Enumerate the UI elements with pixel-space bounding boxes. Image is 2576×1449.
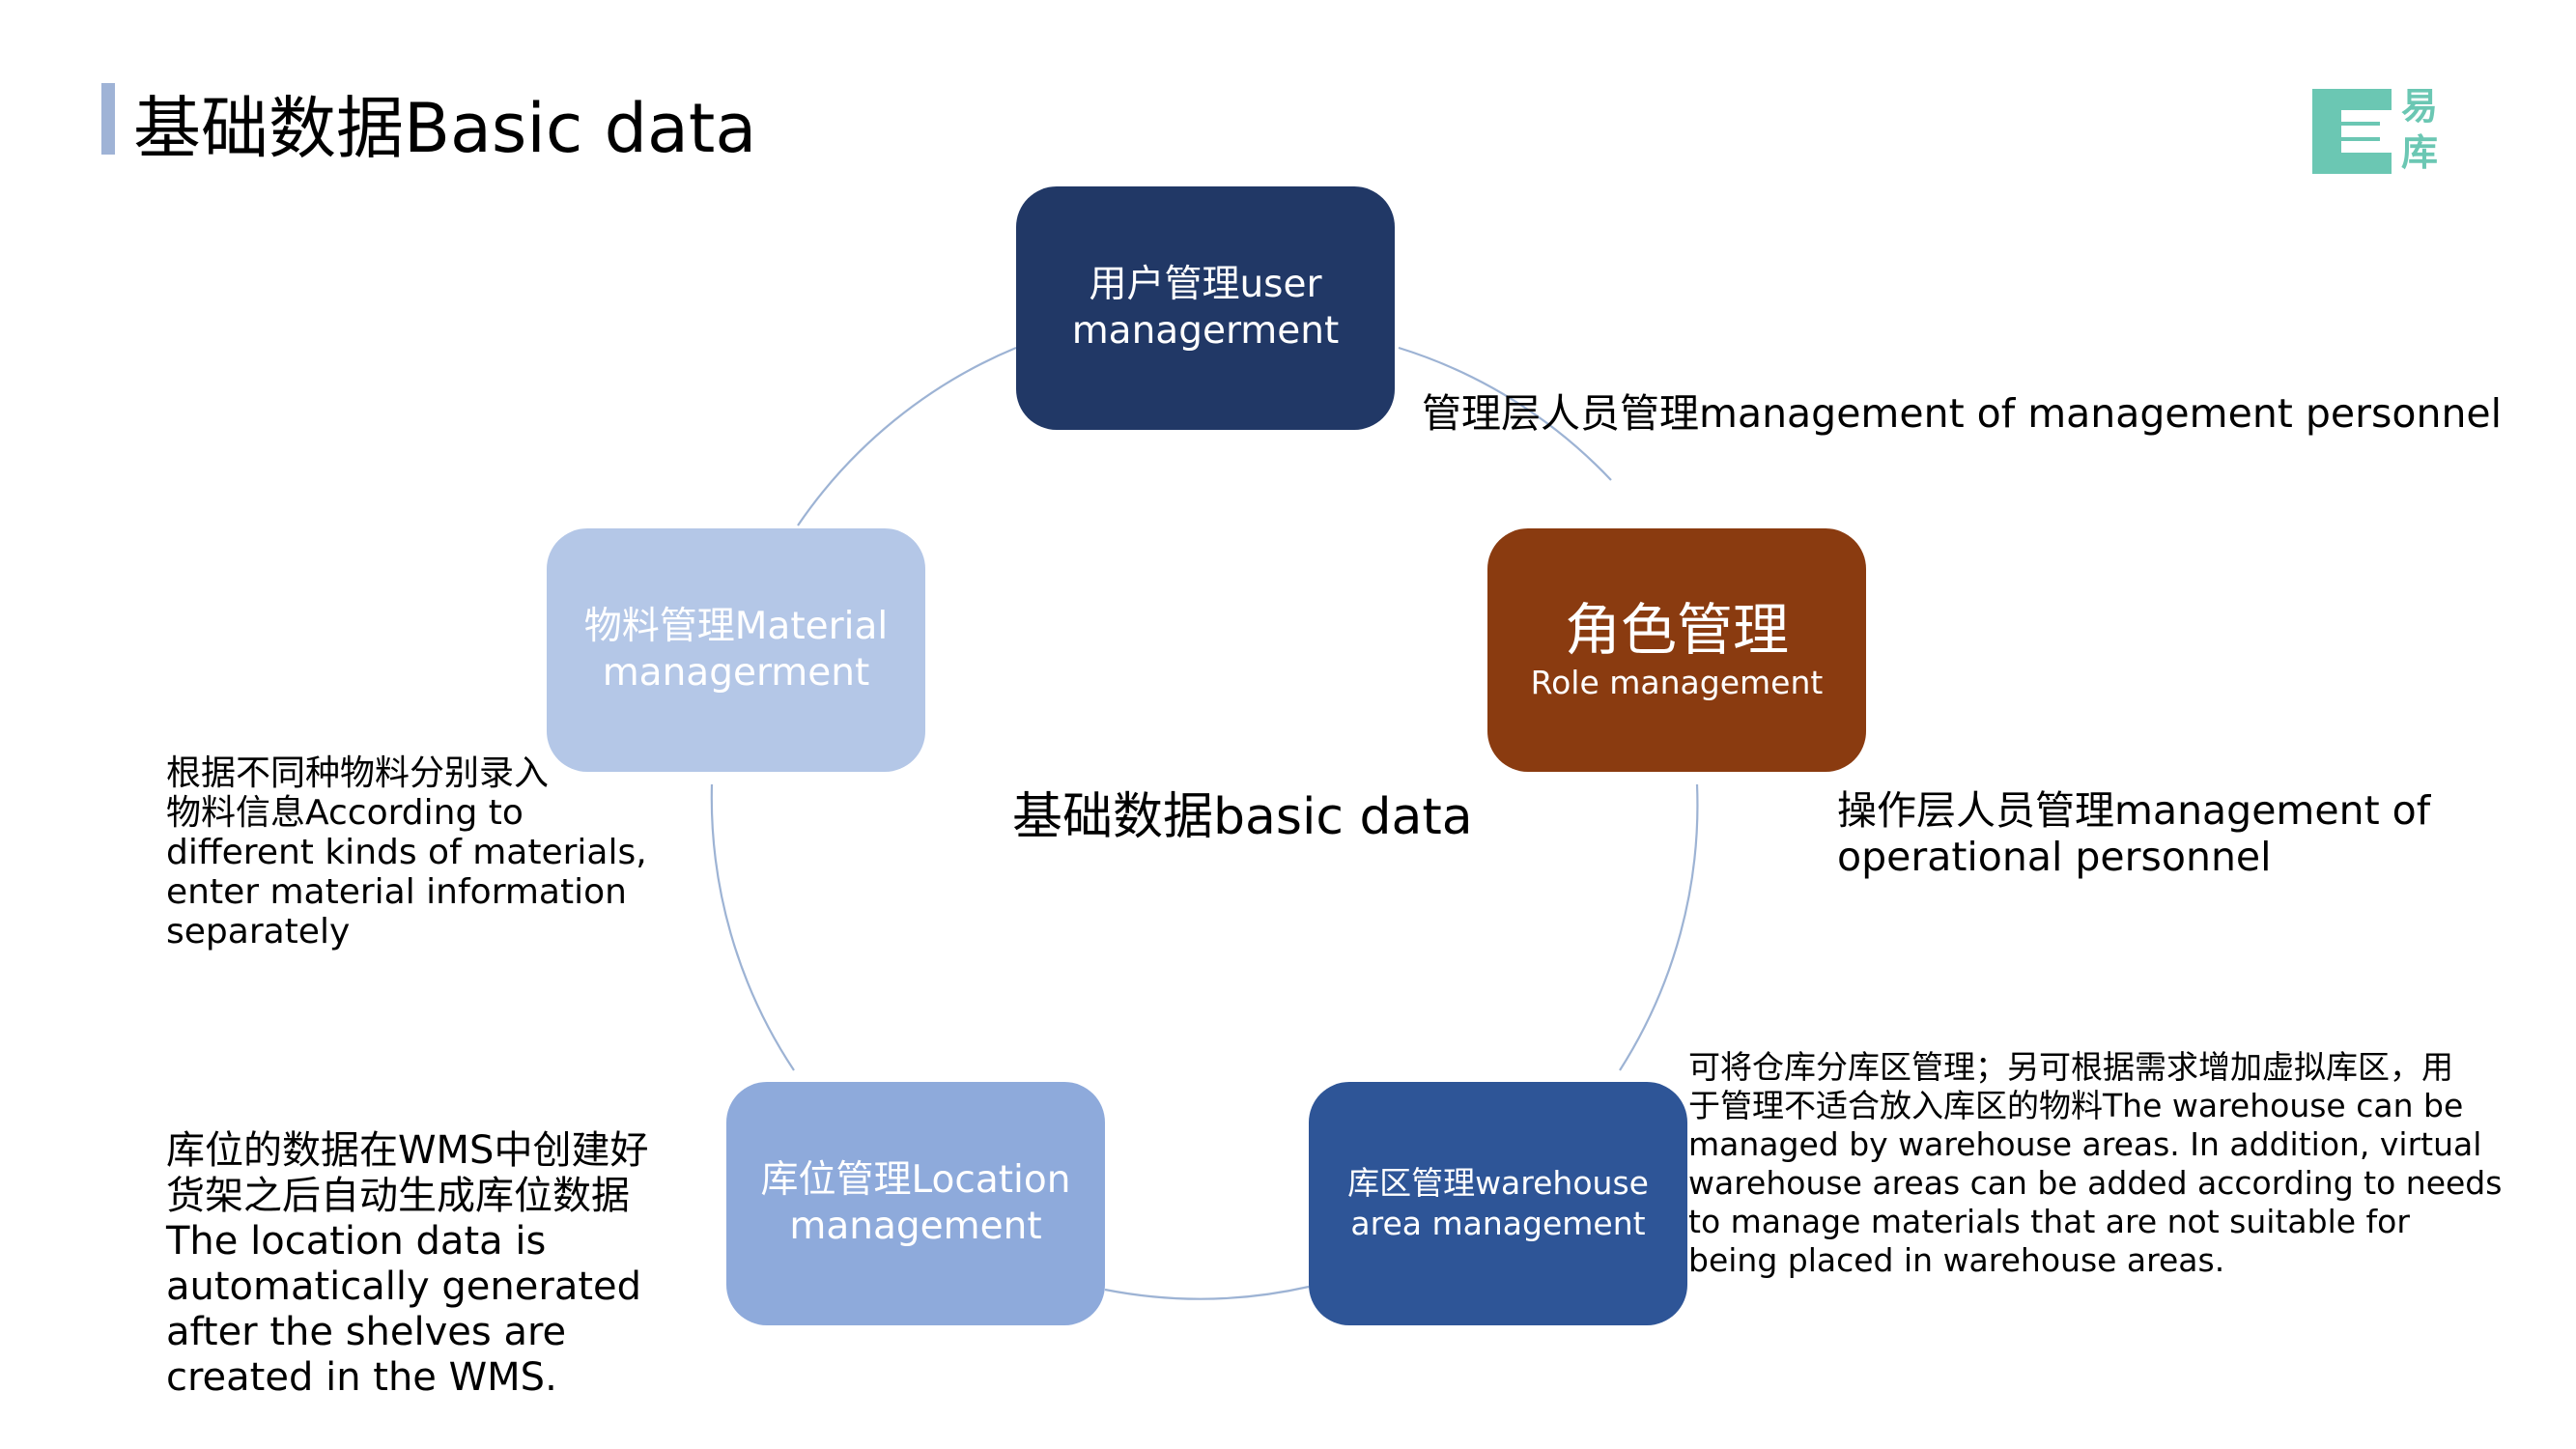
location-annotation-line-5: after the shelves are (166, 1310, 567, 1354)
role-node-title: 角色管理 (1564, 597, 1789, 663)
user-node-label-line-1: 用户管理user (1089, 263, 1322, 306)
location-annotation-line-4: automatically generated (166, 1264, 642, 1309)
arc-role-to-warehouse (1619, 783, 1699, 1071)
warehouse-node-label-line-1: 库区管理warehouse (1347, 1164, 1649, 1202)
material-annotation-line-2: 物料信息According to (166, 793, 524, 833)
arc-location-to-material (710, 783, 795, 1071)
user-annotation-line: 管理层人员管理management of management personne… (1422, 390, 2503, 437)
user-management-node: 用户管理user managerment (1016, 186, 1395, 430)
title-accent-bar (101, 83, 115, 155)
role-annotation: 操作层人员管理management of operational personn… (1837, 787, 2430, 880)
location-management-node: 库位管理Location management (726, 1082, 1105, 1325)
warehouse-area-node: 库区管理warehouse area management (1309, 1082, 1687, 1325)
material-node-label-line-1: 物料管理Material (583, 605, 889, 648)
logo-text: 易 库 (2401, 83, 2442, 176)
material-annotation-line-1: 根据不同种物料分别录入 (166, 753, 550, 793)
warehouse-annotation: 可将仓库分库区管理；另可根据需求增加虚拟库区，用 于管理不适合放入库区的物料Th… (1688, 1048, 2502, 1280)
location-annotation-line-1: 库位的数据在WMS中创建好 (166, 1128, 649, 1173)
warehouse-annotation-line-3: managed by warehouse areas. In addition,… (1688, 1125, 2482, 1163)
role-node-subtitle: Role management (1530, 664, 1824, 701)
warehouse-annotation-line-1: 可将仓库分库区管理；另可根据需求增加虚拟库区，用 (1688, 1048, 2453, 1086)
warehouse-annotation-line-5: to manage materials that are not suitabl… (1688, 1203, 2410, 1240)
logo-e-icon (2312, 89, 2392, 174)
location-node-label-line-1: 库位管理Location (760, 1158, 1071, 1202)
material-annotation-line-4: enter material information (166, 872, 627, 912)
center-label: 基础数据basic data (1012, 788, 1473, 846)
location-annotation-line-2: 货架之后自动生成库位数据 (166, 1174, 630, 1218)
logo-text-top: 易 (2401, 85, 2439, 128)
arc-warehouse-to-location (1104, 1285, 1310, 1300)
warehouse-node-label-line-2: area management (1350, 1205, 1646, 1242)
warehouse-annotation-line-4: warehouse areas can be added according t… (1688, 1164, 2503, 1202)
location-annotation-line-3: The location data is (166, 1219, 547, 1264)
material-annotation: 根据不同种物料分别录入 物料信息According to different k… (166, 753, 647, 952)
material-node-label-line-2: managerment (602, 651, 870, 695)
location-annotation-line-6: created in the WMS. (166, 1355, 557, 1400)
company-logo: 易 库 (2307, 83, 2442, 178)
page-title: 基础数据Basic data (133, 89, 757, 168)
logo-text-bottom: 库 (2401, 131, 2439, 174)
role-annotation-line-2: operational personnel (1837, 834, 2272, 880)
role-annotation-line-1: 操作层人员管理management of (1837, 787, 2431, 834)
warehouse-annotation-line-2: 于管理不适合放入库区的物料The warehouse can be (1688, 1087, 2464, 1124)
location-node-label-line-2: management (789, 1205, 1042, 1248)
user-annotation: 管理层人员管理management of management personne… (1422, 388, 2502, 439)
warehouse-annotation-line-6: being placed in warehouse areas. (1688, 1241, 2225, 1279)
material-annotation-line-3: different kinds of materials, (166, 833, 647, 872)
material-annotation-line-5: separately (166, 912, 351, 952)
material-management-node: 物料管理Material managerment (547, 528, 925, 772)
arc-user-to-role (1398, 346, 1612, 481)
user-node-label-line-2: managerment (1071, 309, 1340, 353)
location-annotation: 库位的数据在WMS中创建好 货架之后自动生成库位数据 The location … (166, 1128, 648, 1401)
arc-material-to-user (797, 346, 1017, 526)
role-management-node: 角色管理 Role management (1487, 528, 1866, 772)
